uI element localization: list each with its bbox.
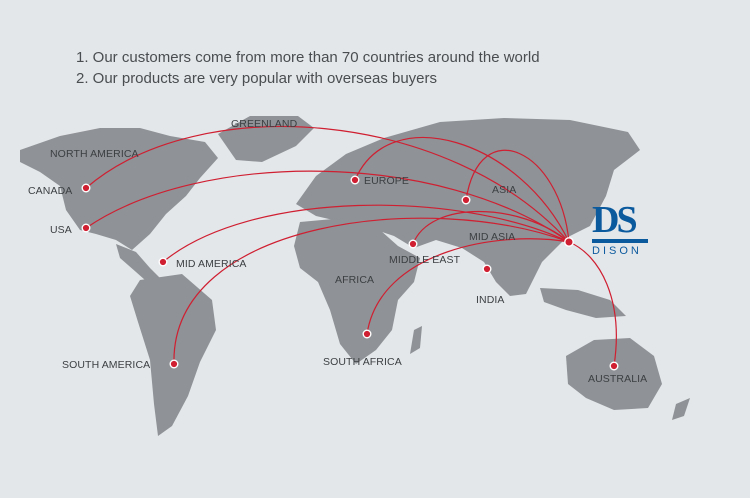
label-mid-asia: MID ASIA [469,231,515,243]
marker-usa [81,223,91,233]
route-arc-mid-america [162,204,570,263]
marker-south-america [169,359,179,369]
route-markers [81,175,619,371]
route-arc-canada [85,126,570,243]
australia-landmass [566,338,662,410]
continents [20,116,690,436]
label-middle-east: MIDDLE EAST [389,254,461,266]
route-arc-south-america [173,217,570,365]
label-canada: CANADA [28,185,72,197]
note-item: 1. Our customers come from more than 70 … [76,49,540,66]
label-usa: USA [50,224,72,236]
north-america-landmass [20,128,218,250]
route-arc-south-africa [366,238,570,335]
label-europe: EUROPE [364,175,409,187]
label-south-america: SOUTH AMERICA [62,359,150,371]
logo-underline [592,239,648,243]
route-arc-asia [465,149,570,243]
greenland-landmass [218,116,314,162]
marker-asia [461,195,471,205]
region-labels: GREENLAND NORTH AMERICA CANADA USA MID A… [28,118,647,385]
eurasia-landmass [296,118,640,296]
route-arc-usa [85,170,570,243]
export-routes [85,126,617,367]
marker-canada [81,183,91,193]
marker-mid-america [158,257,168,267]
label-asia: ASIA [492,184,516,196]
marker-china-hub [564,237,574,247]
label-greenland: GREENLAND [231,118,298,130]
label-australia: AUSTRALIA [588,373,647,385]
label-mid-america: MID AMERICA [176,258,247,270]
label-africa: AFRICA [335,274,374,286]
route-arc-australia [568,241,617,367]
route-arc-middle-east [412,211,570,245]
route-arc-europe [354,136,570,243]
marker-middle-east [408,239,418,249]
label-india: INDIA [476,294,505,306]
label-south-africa: SOUTH AFRICA [323,356,402,368]
note-item: 2. Our products are very popular with ov… [76,70,438,87]
marker-india [482,264,492,274]
intro-notes: 1. Our customers come from more than 70 … [76,47,540,89]
mid-america-landmass [116,244,164,288]
southeast-asia-islands [540,288,626,318]
logo-name: DISON [592,245,642,257]
new-zealand-landmass [672,398,690,420]
madagascar-landmass [410,326,422,354]
south-america-landmass [130,274,216,436]
logo-mark: DS [592,199,638,241]
africa-landmass [294,218,420,364]
label-north-america: NORTH AMERICA [50,148,139,160]
marker-south-africa [362,329,372,339]
marker-australia [609,361,619,371]
dison-logo: DS DISON [592,199,652,257]
marker-europe [350,175,360,185]
